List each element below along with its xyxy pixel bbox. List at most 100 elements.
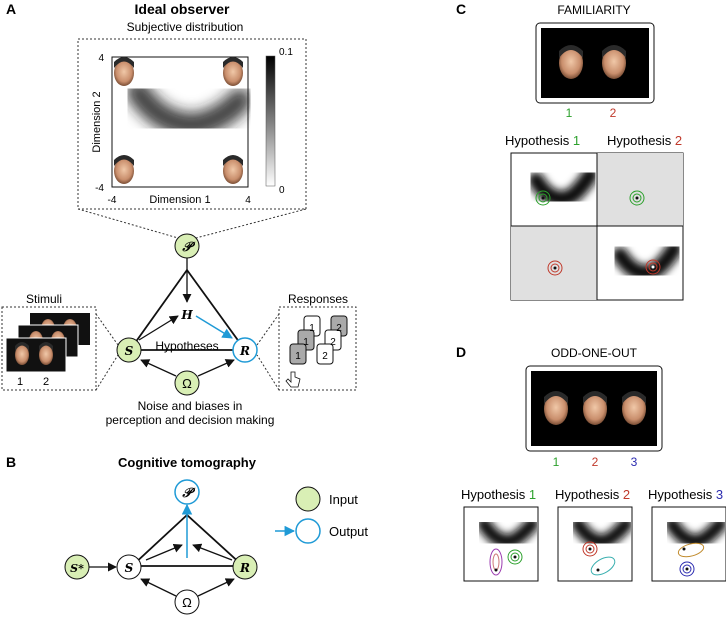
colorbar-max: 0.1 [279,47,293,58]
stimuli-num-2: 2 [43,376,49,388]
arrow-h-to-r [195,315,233,339]
stimuli-frame [1,306,97,391]
panel-a-letter: A [6,1,16,17]
node-s-label: S [125,344,134,358]
stimuli-zoom-bottom [95,354,119,391]
responses-zoom-top [256,313,280,346]
response-card-label: 2 [322,351,328,362]
panel-d-hypothesis-1: Hypothesis 1 [461,487,536,502]
node-s-b [116,554,142,580]
panel-d-letter: D [456,344,466,360]
zoom-line-left [77,208,179,239]
familiarity-face-1 [559,45,583,79]
familiarity-screen [541,28,649,98]
arrow-omega-to-s-b [140,578,177,597]
corner-face-tr [223,57,243,86]
node-omega-b [174,589,200,615]
distribution-density [126,80,252,138]
familiarity-label-2: 2 [610,106,617,120]
legend-output-label: Output [329,524,368,539]
hand-pointer-icon [285,371,301,388]
node-s-b-label: S [125,561,134,575]
node-r-b-label: R [239,561,250,575]
node-p-b [174,479,200,505]
panel-d-hypothesis-3: Hypothesis 3 [648,487,723,502]
node-s [116,337,142,363]
familiarity-cell-tr [597,153,683,226]
y-min-label: -4 [95,183,104,194]
arrow-omega-to-r [197,359,235,377]
panel-c-title: FAMILIARITY [557,3,630,17]
x-min-label: -4 [108,195,117,206]
node-p [174,233,200,259]
corner-face-bl [114,155,134,184]
target-green-2 [629,190,645,206]
panel-a-title: Ideal observer [135,1,230,17]
y-max-label: 4 [98,53,104,64]
panel-c-hypothesis-2: Hypothesis 2 [607,133,682,148]
distribution-frame [77,38,307,210]
response-card-label: 2 [330,337,336,348]
stimuli-label: Stimuli [26,292,62,306]
node-h-label: H [180,308,193,322]
familiarity-label-1: 1 [566,106,573,120]
familiarity-face-2 [602,45,626,79]
oddoneout-face-1 [544,391,568,425]
colorbar-min: 0 [279,185,285,196]
target-red-1 [547,260,563,276]
node-r-b [232,554,258,580]
arrow-r-inner [192,543,233,561]
legend-output-swatch [295,518,321,544]
node-omega-label: Ω [182,376,192,391]
x-axis-label: Dimension 1 [149,194,210,206]
panel-d-hypothesis-2: Hypothesis 2 [555,487,630,502]
response-card-label: 1 [295,351,301,362]
legend-input-label: Input [329,492,358,507]
oddoneout-label-1: 1 [553,455,560,469]
arrow-s-inner [145,543,183,561]
stimulus-card-front [5,337,67,373]
legend-input-swatch [295,486,321,512]
panel-b-title: Cognitive tomography [118,455,257,470]
response-card-label: 1 [309,323,315,334]
arrow-s-to-h [138,315,179,341]
oddoneout-plot-1 [463,506,539,582]
response-card-label: 1 [303,337,309,348]
responses-label: Responses [288,292,348,306]
target-red-2 [645,259,661,275]
oddoneout-plot-3 [651,506,726,582]
oddoneout-label-2: 2 [592,455,599,469]
zoom-line-right [195,208,307,239]
model-b-triangle [129,513,246,567]
distribution-subtitle: Subjective distribution [127,20,244,34]
node-sstar-label: S* [70,562,84,575]
oddoneout-plot-2 [557,506,633,582]
noise-line-1: Noise and biases in [138,399,243,413]
node-r-label: R [239,344,250,358]
corner-face-tl [114,57,134,86]
panel-c-hypothesis-1: Hypothesis 1 [505,133,580,148]
arrow-omega-to-r-b [197,578,235,597]
responses-zoom-bottom [256,354,280,391]
node-omega [174,370,200,396]
panel-c-letter: C [456,1,466,17]
colorbar [265,55,276,187]
arrow-omega-to-s [140,359,177,377]
y-axis-label: Dimension 2 [91,91,103,152]
node-omega-b-label: Ω [182,595,192,610]
oddoneout-face-2 [583,391,607,425]
stimuli-zoom-top [95,313,119,346]
model-a-triangle [128,268,247,351]
oddoneout-label-3: 3 [631,455,638,469]
panel-b-letter: B [6,454,16,470]
stimuli-num-1: 1 [17,376,23,388]
x-max-label: 4 [245,195,251,206]
corner-face-br [223,155,243,184]
oddoneout-face-3 [622,391,646,425]
panel-d-title: ODD-ONE-OUT [551,346,638,360]
response-cards [289,315,348,365]
target-green-1 [535,190,551,206]
node-r [232,337,258,363]
familiarity-cell-bl [511,226,597,300]
